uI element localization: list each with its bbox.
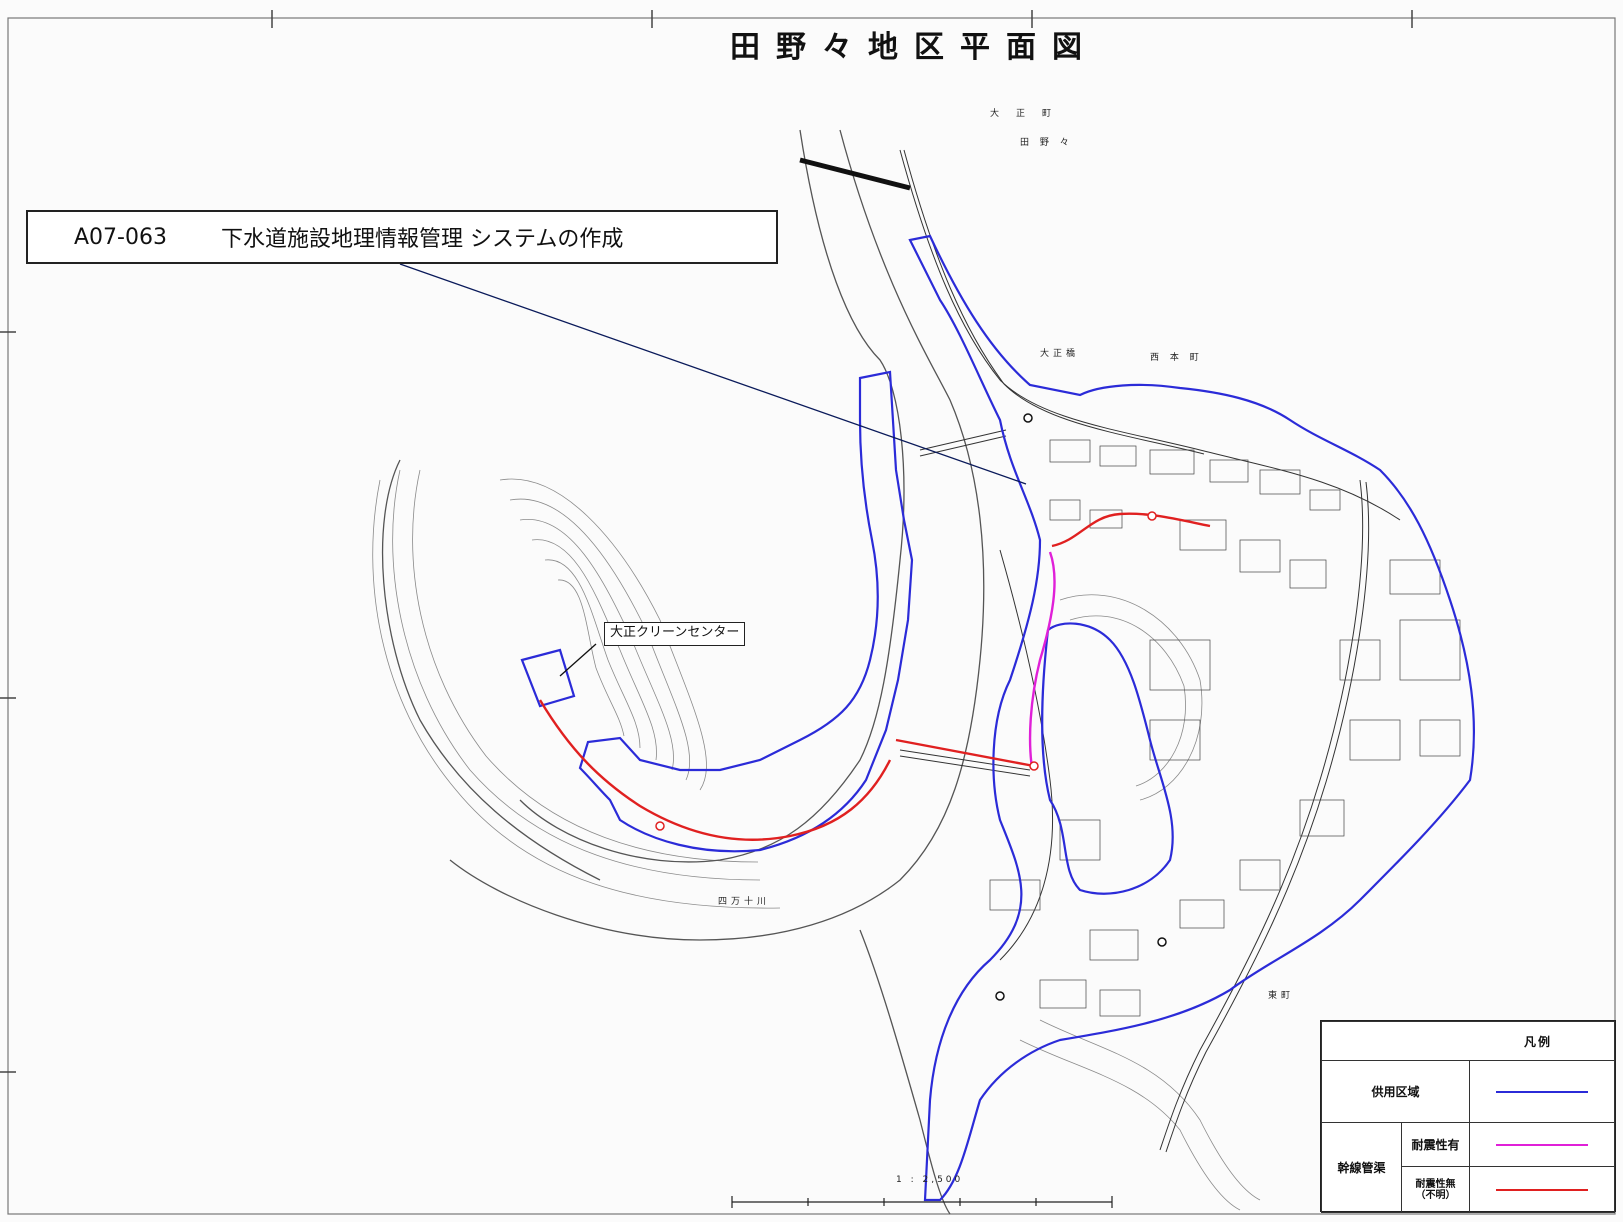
map-label-town: 大 正 町 <box>990 109 1056 119</box>
map-label-east: 東町 <box>1268 991 1295 1001</box>
map-frame <box>7 17 1616 1215</box>
project-callout: A07-063 下水道施設地理情報管理 システムの作成 <box>26 210 778 264</box>
legend-swatch-service-area <box>1469 1060 1615 1123</box>
page-title: 田野々地区平面図 <box>730 30 1098 65</box>
map-label-bridge: 大正橋 <box>1040 349 1080 359</box>
legend-row-service-area: 供用区域 <box>1321 1060 1470 1123</box>
map-label-river: 四万十川 <box>718 897 771 907</box>
facility-label: 大正クリーンセンター <box>604 622 746 646</box>
map-label-area: 田 野 々 <box>1020 138 1073 148</box>
project-description: 下水道施設地理情報管理 システムの作成 <box>220 227 624 252</box>
scale-label: 1 : 2,500 <box>896 1175 964 1185</box>
legend-table: 凡例 供用区域 幹線管渠 耐震性有 耐震性無 （不明） <box>1321 1021 1615 1213</box>
scale-bar <box>731 1196 1113 1208</box>
project-code: A07-063 <box>74 224 167 250</box>
trunk-sewer-seismic <box>1028 551 1056 769</box>
legend-row-seismic: 耐震性有 <box>1401 1122 1470 1167</box>
contour-lines <box>372 469 1261 1211</box>
facility-leader <box>559 643 597 677</box>
frame-ticks <box>0 10 1413 1073</box>
dam-bar <box>799 157 911 191</box>
legend: 凡例 供用区域 幹線管渠 耐震性有 耐震性無 （不明） <box>1320 1020 1616 1213</box>
manholes <box>655 511 1157 831</box>
trunk-sewer-non-seismic <box>538 512 1211 841</box>
legend-group-trunk-sewer: 幹線管渠 <box>1321 1122 1402 1213</box>
legend-swatch-seismic <box>1469 1122 1615 1167</box>
pump-nodes <box>995 413 1167 1001</box>
river-banks <box>381 129 985 1215</box>
building-blocks <box>989 439 1461 1017</box>
callout-leader <box>399 263 1027 485</box>
map-label-ward: 西 本 町 <box>1150 353 1203 363</box>
legend-title: 凡例 <box>1321 1021 1615 1061</box>
legend-swatch-non-seismic <box>1469 1166 1615 1213</box>
legend-row-non-seismic: 耐震性無 （不明） <box>1401 1166 1470 1213</box>
